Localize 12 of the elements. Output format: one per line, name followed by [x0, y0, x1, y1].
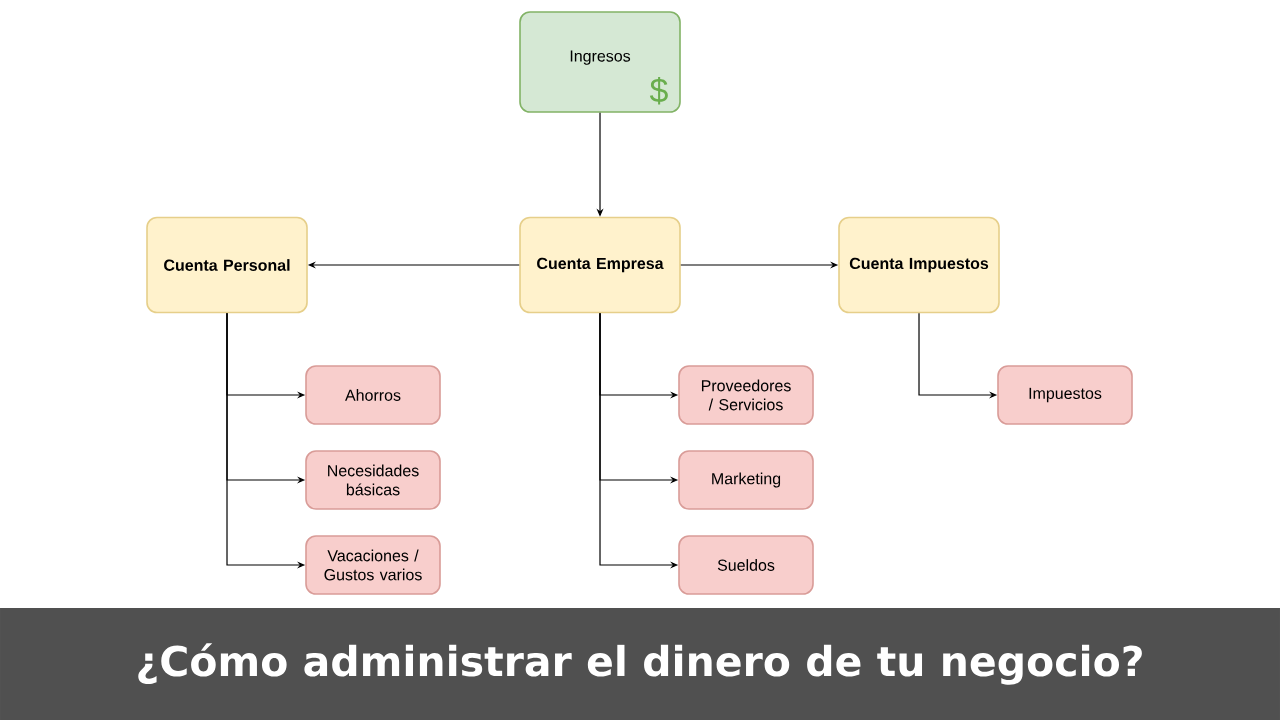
expense-box: Necesidades básicas [305, 450, 441, 510]
expense-box: Vacaciones / Gustos varios [305, 535, 441, 595]
title-banner: ¿Cómo administrar el dinero de tu negocio? [0, 608, 1280, 720]
account-box: Cuenta Personal [146, 216, 308, 314]
expense-box: Sueldos [678, 535, 814, 595]
expense-box: Marketing [678, 450, 814, 510]
account-box: Cuenta Empresa [519, 216, 681, 314]
dollar-sign: $ [649, 76, 668, 105]
expense-box: Impuestos [997, 365, 1133, 425]
account-box: Cuenta Impuestos [838, 216, 1000, 314]
expense-box: Proveedores / Servicios [678, 365, 814, 425]
expense-box: Ahorros [305, 365, 441, 425]
